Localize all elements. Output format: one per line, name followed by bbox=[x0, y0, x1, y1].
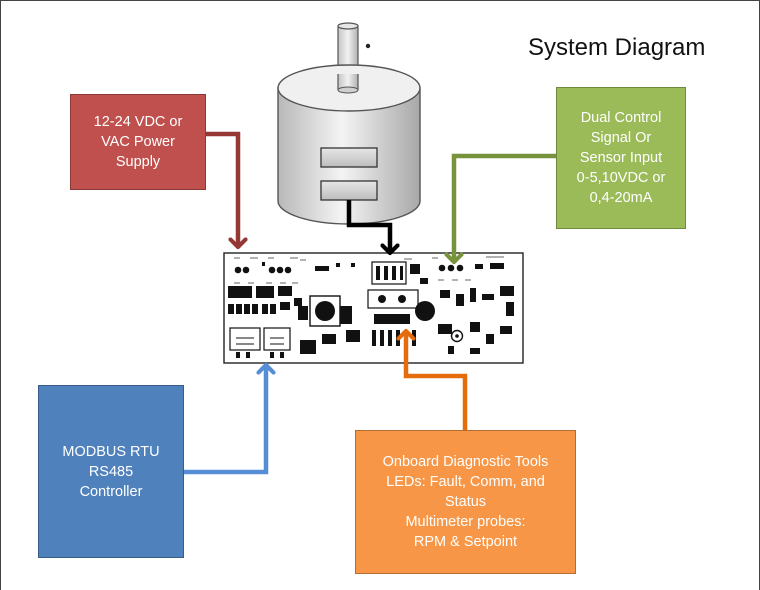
power-connector-arrow bbox=[206, 131, 238, 247]
power-supply-box: 12-24 VDC or VAC Power Supply bbox=[70, 94, 206, 190]
diagnostics-line-3: Status bbox=[444, 494, 487, 510]
control-input-box: Dual Control Signal Or Sensor Input 0-5,… bbox=[556, 87, 686, 229]
motor-connector-arrow bbox=[346, 200, 390, 253]
power-supply-line-1: 12-24 VDC or bbox=[93, 114, 183, 130]
modbus-line-1: MODBUS RTU bbox=[62, 443, 160, 460]
diagnostics-line-5: RPM & Setpoint bbox=[413, 534, 518, 550]
control-input-line-1: Dual Control bbox=[580, 110, 662, 126]
modbus-controller-box: MODBUS RTU RS485 Controller bbox=[38, 385, 184, 558]
power-supply-line-3: Supply bbox=[115, 154, 161, 170]
modbus-line-2: RS485 bbox=[88, 463, 134, 480]
diagnostics-line-1: Onboard Diagnostic Tools bbox=[382, 454, 549, 470]
circuit-board-icon bbox=[223, 252, 524, 364]
diagnostics-connector-arrow bbox=[406, 331, 468, 430]
control-input-line-4: 0-5,10VDC or bbox=[576, 170, 666, 186]
diagnostics-line-4: Multimeter probes: bbox=[405, 514, 526, 530]
diagnostics-box: Onboard Diagnostic Tools LEDs: Fault, Co… bbox=[355, 430, 576, 574]
control-input-line-2: Signal Or bbox=[590, 130, 652, 146]
control-connector-arrow bbox=[454, 153, 556, 262]
modbus-connector-arrow bbox=[184, 365, 266, 475]
motor-icon bbox=[277, 22, 421, 225]
diagnostics-line-2: LEDs: Fault, Comm, and bbox=[386, 474, 545, 490]
modbus-line-3: Controller bbox=[79, 483, 143, 500]
power-supply-line-2: VAC Power bbox=[101, 134, 175, 150]
diagram-title: System Diagram bbox=[528, 34, 706, 61]
control-input-line-3: Sensor Input bbox=[579, 150, 663, 166]
control-input-line-5: 0,4-20mA bbox=[589, 190, 653, 206]
